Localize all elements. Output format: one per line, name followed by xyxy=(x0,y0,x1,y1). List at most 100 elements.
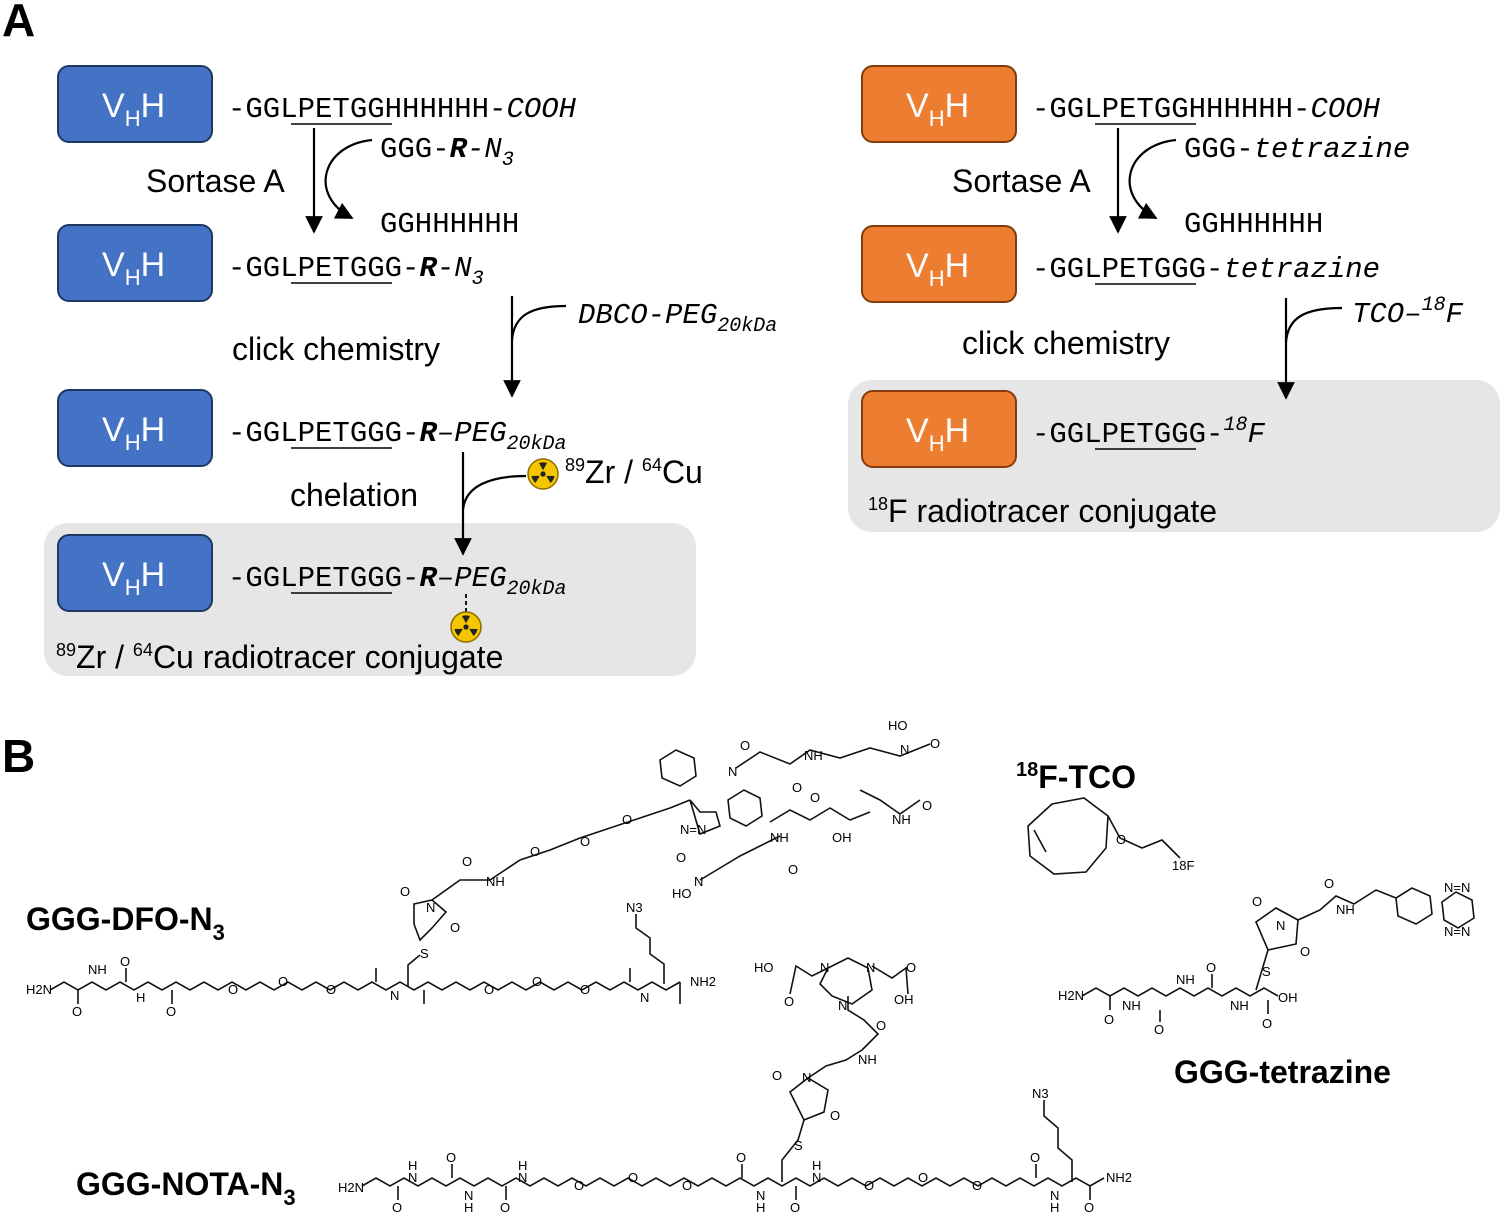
svg-text:O: O xyxy=(790,1200,800,1215)
right-leaving-group: GGHHHHHH xyxy=(1184,208,1323,241)
svg-text:O: O xyxy=(392,1200,402,1215)
left-radioactive-icon-2 xyxy=(450,611,482,643)
svg-text:O: O xyxy=(446,1150,456,1165)
svg-text:OH: OH xyxy=(1278,990,1298,1005)
svg-text:O: O xyxy=(484,982,494,997)
tco-structure: O 18F xyxy=(1027,797,1194,875)
svg-text:N: N xyxy=(866,960,875,975)
svg-text:NH: NH xyxy=(486,874,505,889)
svg-text:H2N: H2N xyxy=(338,1180,364,1195)
svg-text:O: O xyxy=(906,960,916,975)
svg-text:N: N xyxy=(426,900,435,915)
svg-text:O: O xyxy=(228,982,238,997)
svg-text:N3: N3 xyxy=(626,900,643,915)
svg-text:H: H xyxy=(1050,1200,1059,1215)
svg-text:H: H xyxy=(518,1158,527,1173)
left-vhh-2: VHH xyxy=(57,224,213,302)
svg-text:O: O xyxy=(622,812,632,827)
svg-text:N: N xyxy=(518,1170,527,1185)
svg-text:H2N: H2N xyxy=(26,982,52,997)
svg-text:N: N xyxy=(640,990,649,1005)
svg-text:O: O xyxy=(864,1178,874,1193)
svg-text:O: O xyxy=(450,920,460,935)
svg-text:N=N: N=N xyxy=(1444,924,1470,939)
svg-text:N: N xyxy=(464,1188,473,1203)
svg-text:N3: N3 xyxy=(1032,1086,1049,1101)
svg-text:NH: NH xyxy=(804,748,823,763)
left-row3-sequence: -GGLPETGGG-R–PEG20kDa xyxy=(228,417,567,456)
left-enzyme-label: Sortase A xyxy=(146,163,285,199)
svg-text:N: N xyxy=(838,998,847,1013)
svg-text:O: O xyxy=(1324,876,1334,891)
svg-text:NH: NH xyxy=(770,830,789,845)
tco-structure-name: 18F-TCO xyxy=(1016,759,1136,795)
svg-text:O: O xyxy=(788,862,798,877)
left-vhh-3: VHH xyxy=(57,389,213,467)
svg-text:S: S xyxy=(794,1138,803,1153)
svg-text:N: N xyxy=(900,742,909,757)
left-reagent: GGG-R-N3 xyxy=(380,133,514,172)
svg-text:18F: 18F xyxy=(1172,858,1194,873)
svg-text:O: O xyxy=(532,974,542,989)
left-vhh-1: VHH xyxy=(57,65,213,143)
svg-text:O: O xyxy=(1262,1016,1272,1031)
svg-text:O: O xyxy=(1116,832,1126,847)
svg-text:O: O xyxy=(326,982,336,997)
svg-text:VHH: VHH xyxy=(102,411,165,455)
svg-text:O: O xyxy=(530,844,540,859)
panel-label-b: B xyxy=(2,730,35,782)
left-chelation-curve xyxy=(461,474,527,511)
svg-text:N=N: N=N xyxy=(680,822,706,837)
nota-structure: H2N H N N H H N O O O O O O O N H O H N … xyxy=(338,957,1132,1215)
right-sortase-curve xyxy=(1128,138,1177,219)
svg-text:H2N: H2N xyxy=(1058,988,1084,1003)
svg-text:O: O xyxy=(792,780,802,795)
svg-text:NH2: NH2 xyxy=(690,974,716,989)
right-vhh-2: VHH xyxy=(861,225,1017,303)
svg-text:NH: NH xyxy=(1230,998,1249,1013)
left-isotope-label: 89Zr / 64Cu xyxy=(565,454,703,490)
svg-text:O: O xyxy=(830,1108,840,1123)
left-chelation-label: chelation xyxy=(290,477,418,513)
svg-text:N: N xyxy=(802,1070,811,1085)
svg-text:O: O xyxy=(876,1018,886,1033)
svg-text:H: H xyxy=(812,1158,821,1173)
left-row2-sequence: -GGLPETGGG-R-N3 xyxy=(228,252,484,291)
svg-text:VHH: VHH xyxy=(906,247,969,291)
left-click-curve xyxy=(510,304,567,341)
left-sortase-curve xyxy=(324,138,373,219)
svg-text:O: O xyxy=(462,854,472,869)
svg-text:S: S xyxy=(1262,964,1271,979)
svg-text:O: O xyxy=(580,982,590,997)
svg-text:NH: NH xyxy=(88,962,107,977)
svg-text:O: O xyxy=(918,1170,928,1185)
svg-text:O: O xyxy=(628,1170,638,1185)
svg-text:NH: NH xyxy=(1122,998,1141,1013)
svg-text:NH: NH xyxy=(1336,902,1355,917)
svg-text:OH: OH xyxy=(832,830,852,845)
svg-text:O: O xyxy=(930,736,940,751)
left-vhh-4: VHH xyxy=(57,534,213,612)
svg-text:NH: NH xyxy=(858,1052,877,1067)
right-row1-sequence: -GGLPETGGHHHHHH-COOH xyxy=(1032,93,1381,126)
panel-label-a: A xyxy=(2,0,35,46)
svg-text:NH: NH xyxy=(892,812,911,827)
svg-text:VHH: VHH xyxy=(906,87,969,131)
svg-text:O: O xyxy=(278,974,288,989)
svg-text:O: O xyxy=(682,1178,692,1193)
svg-text:O: O xyxy=(1252,894,1262,909)
svg-text:O: O xyxy=(736,1150,746,1165)
svg-text:VHH: VHH xyxy=(906,412,969,456)
svg-text:N=N: N=N xyxy=(1444,880,1470,895)
svg-text:O: O xyxy=(922,798,932,813)
right-vhh-1: VHH xyxy=(861,65,1017,143)
left-click-label: click chemistry xyxy=(232,331,440,367)
svg-text:O: O xyxy=(500,1200,510,1215)
left-row4-sequence: -GGLPETGGG-R–PEG20kDa xyxy=(228,562,567,601)
right-enzyme-label: Sortase A xyxy=(952,163,1091,199)
svg-text:O: O xyxy=(1104,1012,1114,1027)
svg-text:VHH: VHH xyxy=(102,87,165,131)
left-conjugate-label: 89Zr / 64Cu radiotracer conjugate xyxy=(56,639,503,675)
dfo-structure-name: GGG-DFO-N3 xyxy=(26,901,225,945)
